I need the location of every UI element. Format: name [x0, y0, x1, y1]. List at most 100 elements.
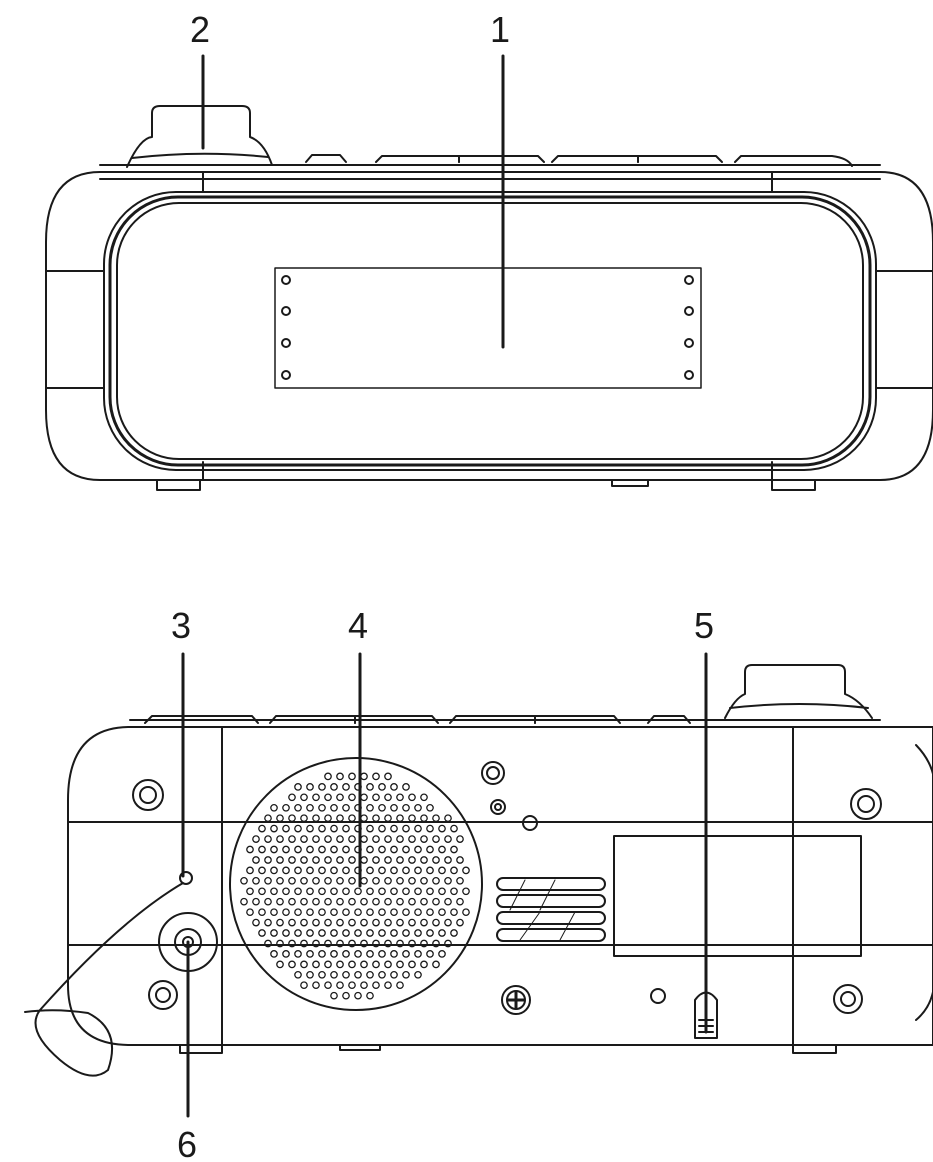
grille-hole — [343, 888, 349, 894]
grille-hole — [301, 815, 307, 821]
grille-hole — [379, 930, 385, 936]
grille-hole — [343, 825, 349, 831]
grille-hole — [433, 815, 439, 821]
grille-hole — [253, 857, 259, 863]
grille-hole — [289, 857, 295, 863]
grille-hole — [337, 815, 343, 821]
grille-hole — [373, 982, 379, 988]
grille-hole — [427, 951, 433, 957]
grille-hole — [385, 899, 391, 905]
grille-hole — [247, 909, 253, 915]
grille-hole — [271, 825, 277, 831]
grille-hole — [421, 815, 427, 821]
grille-hole — [361, 773, 367, 779]
grille-hole — [445, 919, 451, 925]
grille-hole — [319, 972, 325, 978]
grille-hole — [373, 899, 379, 905]
grille-hole — [265, 836, 271, 842]
grille-hole — [445, 878, 451, 884]
grille-hole — [439, 846, 445, 852]
grille-hole — [361, 982, 367, 988]
grille-hole — [325, 794, 331, 800]
fm-connector — [482, 762, 537, 830]
grille-hole — [415, 888, 421, 894]
front-view — [46, 106, 933, 490]
grille-hole — [283, 909, 289, 915]
rear-view — [25, 665, 933, 1076]
grille-hole — [301, 857, 307, 863]
grille-hole — [391, 784, 397, 790]
grille-hole — [283, 951, 289, 957]
grille-hole — [331, 846, 337, 852]
grille-hole — [373, 878, 379, 884]
grille-hole — [385, 919, 391, 925]
grille-hole — [247, 846, 253, 852]
lcd-display — [275, 268, 701, 388]
grille-hole — [343, 972, 349, 978]
grille-hole — [421, 961, 427, 967]
grille-hole — [373, 961, 379, 967]
grille-hole — [421, 919, 427, 925]
grille-hole — [265, 919, 271, 925]
grille-hole — [307, 825, 313, 831]
grille-hole — [313, 836, 319, 842]
grille-hole — [259, 888, 265, 894]
grille-hole — [391, 867, 397, 873]
grille-hole — [265, 878, 271, 884]
front-body-outline — [46, 172, 933, 480]
grille-hole — [409, 815, 415, 821]
grille-hole — [355, 972, 361, 978]
grille-hole — [397, 857, 403, 863]
grille-hole — [427, 805, 433, 811]
grille-hole — [367, 846, 373, 852]
grille-hole — [445, 899, 451, 905]
grille-hole — [361, 878, 367, 884]
grille-hole — [295, 972, 301, 978]
grille-hole — [337, 836, 343, 842]
grille-hole — [277, 919, 283, 925]
front-feet — [157, 480, 815, 490]
grille-hole — [289, 919, 295, 925]
grille-hole — [415, 846, 421, 852]
grille-hole — [367, 867, 373, 873]
grille-hole — [379, 972, 385, 978]
grille-hole — [457, 919, 463, 925]
grille-hole — [313, 857, 319, 863]
grille-hole — [379, 951, 385, 957]
grille-hole — [361, 961, 367, 967]
callout-labels: 1 2 3 4 5 6 — [171, 9, 714, 1162]
phillips-screw — [502, 986, 530, 1014]
grille-hole — [307, 951, 313, 957]
grille-hole — [265, 857, 271, 863]
grille-hole — [379, 805, 385, 811]
grille-hole — [295, 951, 301, 957]
grille-hole — [349, 878, 355, 884]
grille-hole — [307, 784, 313, 790]
grille-hole — [379, 909, 385, 915]
grille-hole — [367, 784, 373, 790]
grille-hole — [325, 899, 331, 905]
grille-hole — [295, 805, 301, 811]
grille-hole — [331, 930, 337, 936]
grille-hole — [319, 805, 325, 811]
grille-hole — [349, 773, 355, 779]
grille-hole — [403, 784, 409, 790]
grille-hole — [409, 961, 415, 967]
grille-hole — [343, 846, 349, 852]
grille-hole — [313, 961, 319, 967]
grille-hole — [313, 878, 319, 884]
grille-hole — [415, 951, 421, 957]
grille-hole — [325, 815, 331, 821]
grille-hole — [373, 836, 379, 842]
grille-hole — [385, 815, 391, 821]
grille-hole — [433, 961, 439, 967]
grille-hole — [385, 836, 391, 842]
grille-hole — [319, 825, 325, 831]
grille-hole — [349, 794, 355, 800]
grille-hole — [313, 899, 319, 905]
grille-hole — [283, 930, 289, 936]
rear-feet — [180, 1045, 836, 1053]
grille-hole — [349, 982, 355, 988]
grille-hole — [427, 867, 433, 873]
